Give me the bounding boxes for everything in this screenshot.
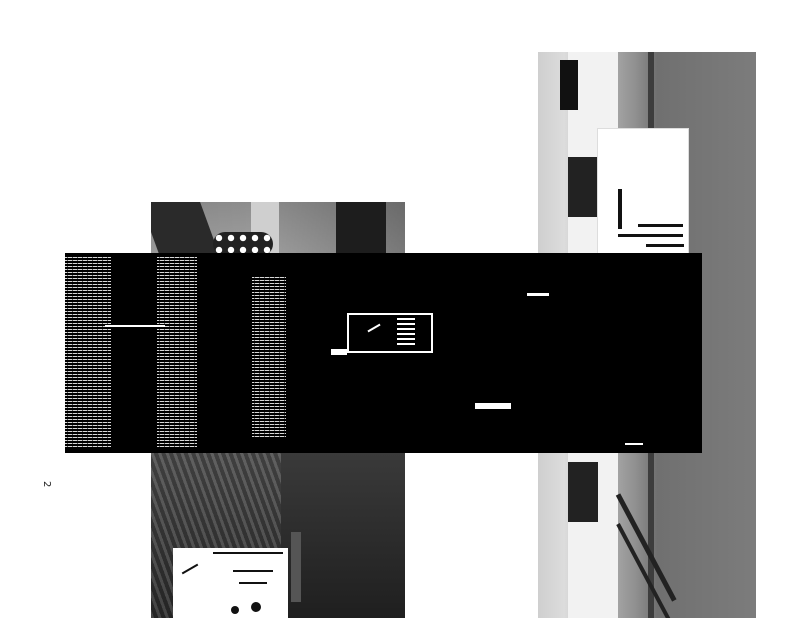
glitch-line bbox=[105, 325, 165, 327]
photo-detail bbox=[291, 532, 301, 602]
garbled-text-column bbox=[65, 257, 111, 449]
photo-road bbox=[281, 452, 405, 618]
glitch-mark bbox=[625, 443, 643, 445]
inset-mark bbox=[367, 323, 381, 333]
inset-mark bbox=[397, 318, 415, 346]
photo-detail bbox=[568, 462, 598, 522]
glitch-mark bbox=[475, 403, 511, 409]
label-mark bbox=[646, 244, 684, 247]
glitch-mark bbox=[527, 293, 549, 296]
label-mark bbox=[638, 224, 683, 227]
note-mark bbox=[231, 606, 239, 614]
note-card bbox=[173, 548, 288, 618]
inset-frame bbox=[347, 313, 433, 353]
label-mark bbox=[618, 189, 622, 229]
label-mark bbox=[618, 234, 683, 237]
note-mark bbox=[213, 552, 283, 554]
note-mark bbox=[251, 602, 261, 612]
redaction-band bbox=[65, 253, 702, 453]
garbled-text-column bbox=[252, 277, 286, 437]
page-number: 2 bbox=[41, 481, 52, 488]
note-mark bbox=[233, 570, 273, 572]
garbled-text-column bbox=[157, 257, 197, 449]
photo-detail bbox=[213, 232, 273, 256]
note-mark bbox=[181, 563, 199, 575]
photo-detail bbox=[336, 202, 386, 257]
note-mark bbox=[239, 582, 267, 584]
glitch-mark bbox=[331, 349, 347, 355]
photo-detail bbox=[560, 60, 578, 110]
